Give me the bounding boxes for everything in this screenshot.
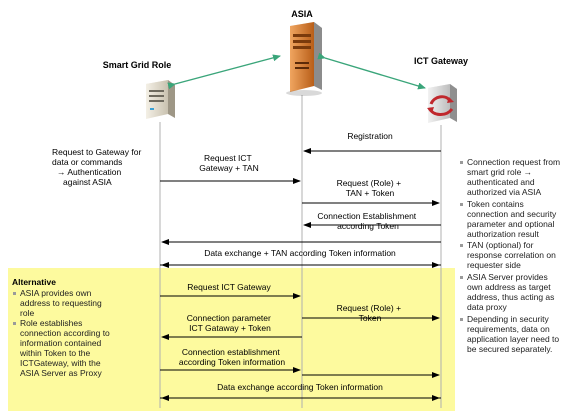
alternative-bullet-line: ICTGateway, with the bbox=[20, 358, 101, 368]
message-label: Registration bbox=[347, 131, 393, 141]
message-label: Request (Role) + bbox=[337, 303, 402, 313]
svg-text:Connection establishment: Connection establishment according Token… bbox=[179, 347, 285, 367]
actor-title-smart-grid-role: Smart Grid Role bbox=[103, 60, 172, 70]
svg-text:ASIA provides own addr: ASIA provides own address to requesting … bbox=[20, 288, 104, 318]
alternative-bullet-line: information contained bbox=[20, 338, 102, 348]
message-alt-data-exchange: Data exchange according Token informatio… bbox=[160, 382, 441, 401]
svg-text:Connection request from: Connection request from smart grid role … bbox=[467, 157, 562, 197]
right-bullet-line: smart grid role → bbox=[467, 167, 532, 177]
alternative-band bbox=[8, 268, 455, 411]
message-label: Request ICT bbox=[204, 153, 252, 163]
message-label: Connection establishment bbox=[182, 347, 280, 357]
alternative-bullet-line: role bbox=[20, 308, 34, 318]
right-bullet-line: TAN (optional) for bbox=[467, 240, 534, 250]
actor-title-asia: ASIA bbox=[291, 9, 313, 19]
svg-text:Request (Role) + TAN +: Request (Role) + TAN + Token bbox=[337, 178, 404, 198]
alternative-bullet-line: ASIA Server as Proxy bbox=[20, 368, 102, 378]
right-bullet-line: Connection request from bbox=[467, 157, 560, 167]
message-alt-request-ict-gateway: Request ICT Gateway bbox=[160, 282, 301, 299]
message-label: Request (Role) + bbox=[337, 178, 402, 188]
message-label: Gateway + TAN bbox=[199, 163, 258, 173]
right-bullet-line: application layer need to bbox=[467, 334, 559, 344]
right-bullet-line: Depending in security bbox=[467, 314, 549, 324]
right-bullet-line: Token contains bbox=[467, 199, 524, 209]
alternative-bullet-line: address to requesting bbox=[20, 298, 102, 308]
svg-text:Token contains connect: Token contains connection and security p… bbox=[467, 199, 559, 239]
alternative-bullet-line: ASIA provides own bbox=[20, 288, 92, 298]
message-label: ICT Gataway + Token bbox=[189, 323, 271, 333]
svg-text:Depending in security: Depending in security requirements, data… bbox=[467, 314, 562, 354]
actor-title-ict-gateway: ICT Gateway bbox=[414, 56, 468, 66]
message-alt-connection-establishment: Connection establishment according Token… bbox=[160, 347, 440, 378]
right-bullet-line: response correlation on bbox=[467, 250, 556, 260]
smart-grid-role-server-icon bbox=[146, 80, 175, 119]
alternative-bullet-line: within Token to the bbox=[19, 348, 91, 358]
svg-text:TAN (optional) for res: TAN (optional) for response correlation … bbox=[467, 240, 558, 270]
message-label: Data exchange + TAN according Token info… bbox=[204, 248, 396, 258]
right-bullet-line: requirements, data on bbox=[467, 324, 550, 334]
svg-text:Request ICT Gateway +: Request ICT Gateway + TAN bbox=[199, 153, 258, 173]
message-label: according Token information bbox=[179, 357, 285, 367]
message-registration: Registration bbox=[303, 131, 441, 154]
left-note-line: Request to Gateway for bbox=[52, 147, 141, 157]
ict-gateway-icon bbox=[427, 84, 457, 123]
message-label: Data exchange according Token informatio… bbox=[217, 382, 383, 392]
right-bullet-line: authenticated and bbox=[467, 177, 535, 187]
message-alt-request-role-token: Request (Role) + Token bbox=[302, 303, 440, 323]
message-label: Request ICT Gateway bbox=[187, 282, 271, 292]
right-bullet-line: own address as target bbox=[467, 282, 551, 292]
alternative-note: Alternative ASIA provides own address to… bbox=[12, 277, 112, 378]
svg-text:Connection Establishment: Connection Establishment according Token bbox=[317, 211, 418, 231]
right-bullet-line: authorization result bbox=[467, 229, 539, 239]
alternative-bullet-line: Role establishes bbox=[20, 318, 82, 328]
asia-server-icon bbox=[286, 22, 322, 96]
right-bullet-line: be secured separately. bbox=[467, 344, 552, 354]
right-bullet-line: address, thus acting as bbox=[467, 292, 554, 302]
right-bullet-line: ASIA Server provides bbox=[467, 272, 548, 282]
message-label: Connection parameter bbox=[187, 313, 271, 323]
message-connection-establishment: Connection Establishment according Token bbox=[161, 211, 441, 245]
svg-text:Connection parameter I: Connection parameter ICT Gataway + Token bbox=[187, 313, 273, 333]
svg-text:Role establishes conne: Role establishes connection according to… bbox=[19, 318, 112, 378]
message-data-exchange-tan: Data exchange + TAN according Token info… bbox=[160, 248, 441, 268]
right-bullet-line: data proxy bbox=[467, 302, 507, 312]
connector-asia-gateway bbox=[317, 52, 426, 90]
connector-role-asia bbox=[167, 54, 281, 90]
right-bullet-line: connection and security bbox=[467, 209, 557, 219]
message-request-role-tan-token: Request (Role) + TAN + Token bbox=[302, 178, 440, 206]
svg-text:ASIA Server provides o: ASIA Server provides own address as targ… bbox=[467, 272, 557, 312]
left-note-line: against ASIA bbox=[63, 177, 112, 187]
left-note-line: data or commands bbox=[52, 157, 122, 167]
message-label: TAN + Token bbox=[346, 188, 395, 198]
left-note-line: → Authentication bbox=[57, 167, 122, 177]
alternative-heading: Alternative bbox=[12, 277, 56, 287]
left-note: Request to Gateway for data or commands … bbox=[52, 147, 144, 187]
message-alt-connection-parameter: Connection parameter ICT Gataway + Token bbox=[161, 313, 302, 340]
right-bullet-line: authorized via ASIA bbox=[467, 187, 542, 197]
right-notes: Connection request from smart grid role … bbox=[460, 157, 562, 354]
message-request-ict-gateway-tan: Request ICT Gateway + TAN bbox=[160, 153, 301, 184]
right-bullet-line: parameter and optional bbox=[467, 219, 555, 229]
alternative-bullet-line: connection according to bbox=[20, 328, 110, 338]
message-label: Connection Establishment bbox=[317, 211, 416, 221]
right-bullet-line: requester side bbox=[467, 260, 521, 270]
message-label: according Token bbox=[337, 221, 399, 231]
